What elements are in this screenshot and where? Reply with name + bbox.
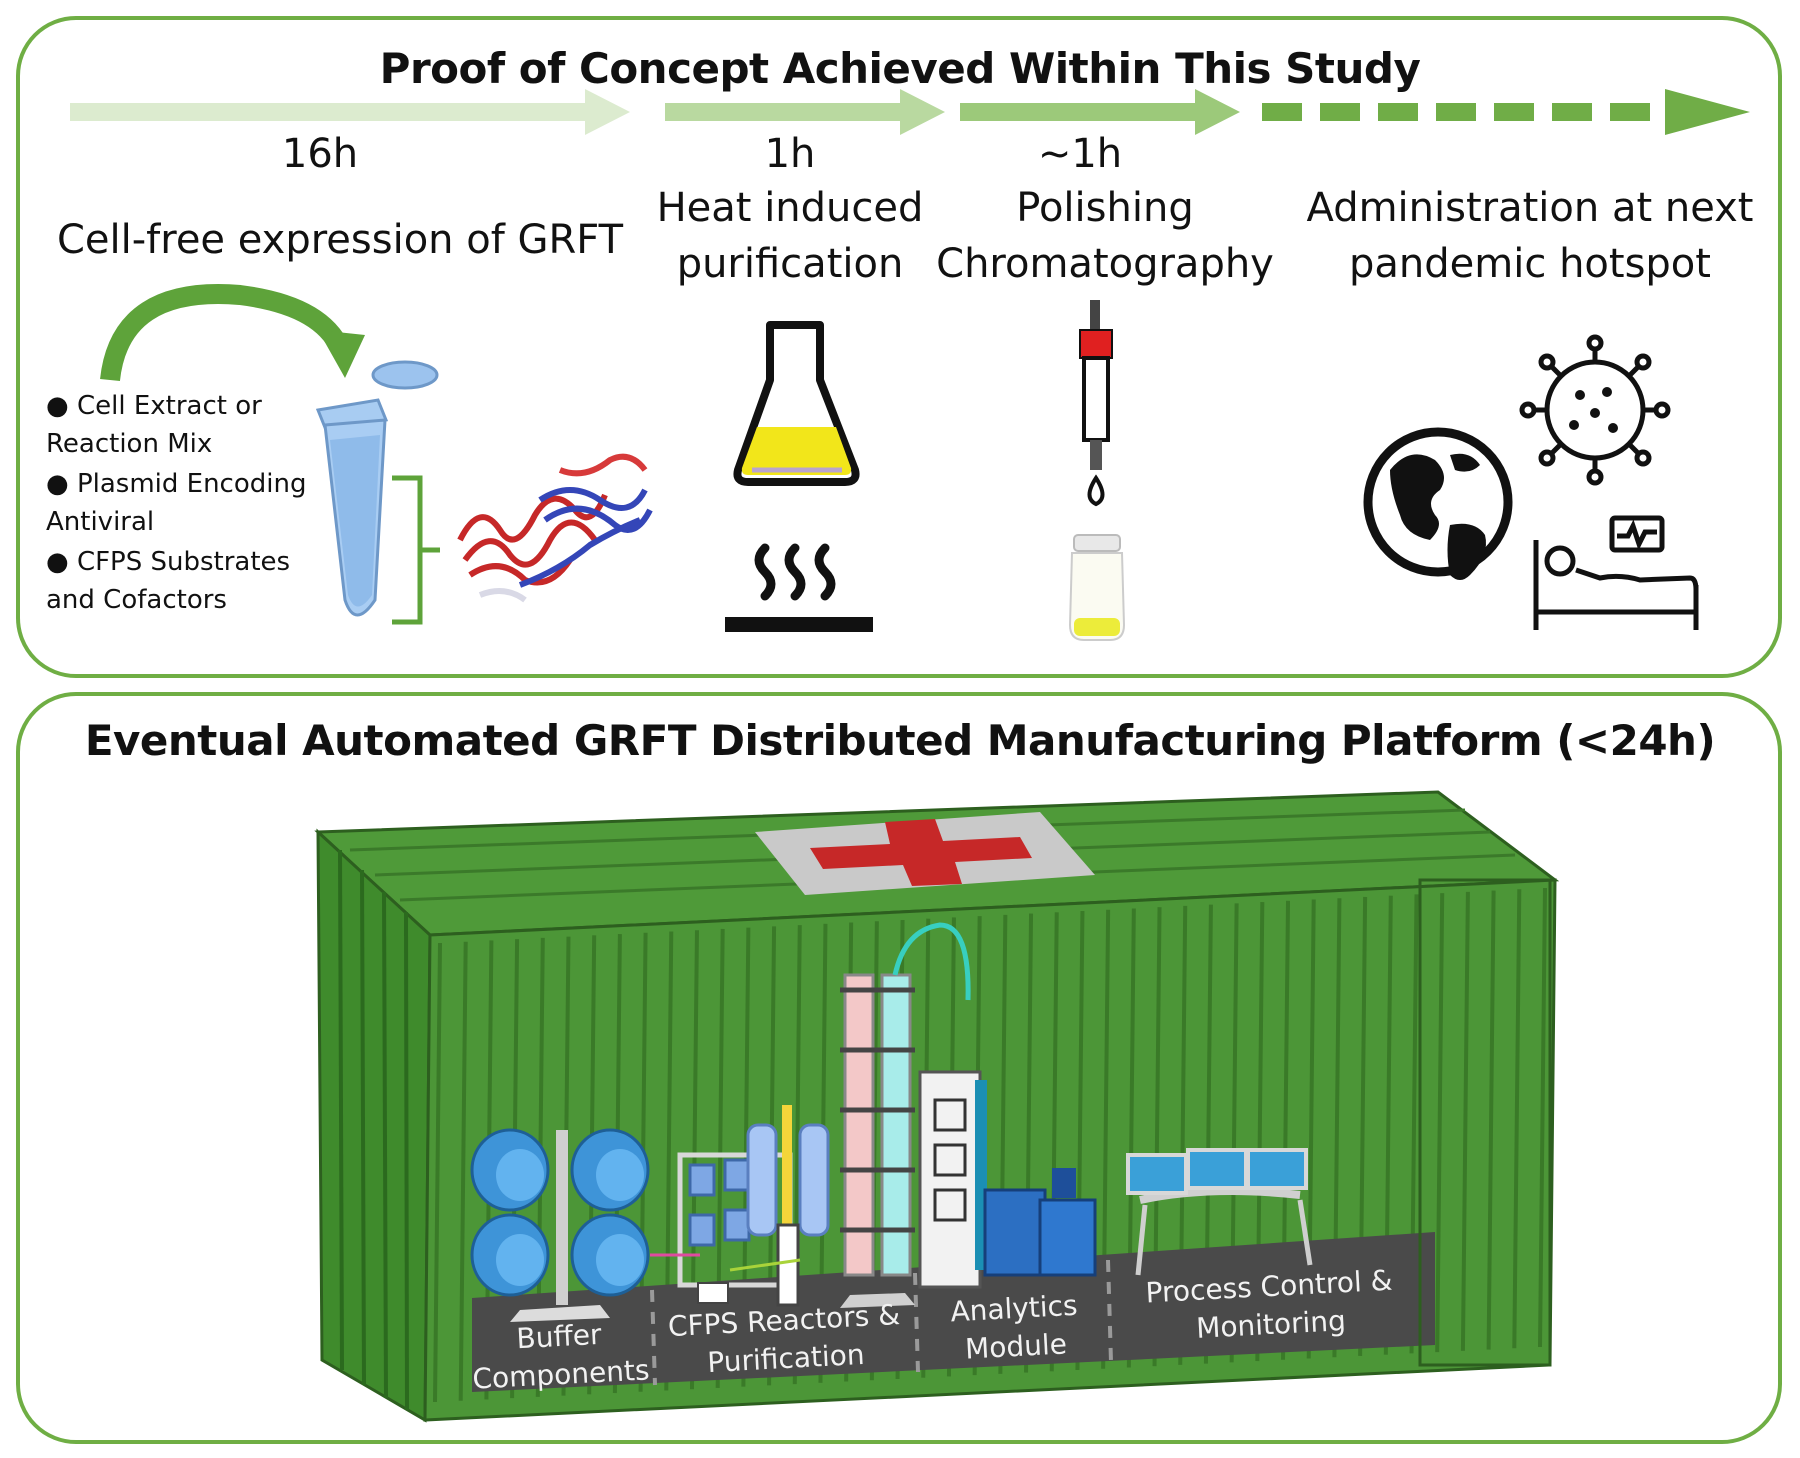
time-expression: 16h bbox=[281, 131, 359, 177]
arrow-administration-dashed bbox=[1262, 89, 1750, 135]
globe-icon bbox=[1363, 427, 1513, 580]
time-chromatography: ~1h bbox=[1037, 131, 1123, 177]
process-control-station bbox=[1126, 1148, 1313, 1276]
cfps-reactors bbox=[650, 1105, 830, 1307]
arrow-heat-purification bbox=[665, 89, 945, 135]
step-chromatography-line1: Polishing bbox=[1016, 185, 1194, 231]
time-heat-purification: 1h bbox=[764, 131, 816, 177]
ingredient-line: Reaction Mix bbox=[46, 429, 213, 459]
step-heat-purification-line1: Heat induced bbox=[656, 185, 924, 231]
container-rib bbox=[458, 941, 468, 1401]
ingredient-line: Antiviral bbox=[46, 507, 155, 537]
buffer-drums bbox=[470, 1128, 650, 1322]
container-rib bbox=[1512, 889, 1522, 1349]
ingredient-line: and Cofactors bbox=[46, 585, 227, 615]
step-expression-label: Cell-free expression of GRFT bbox=[56, 217, 624, 263]
manufacturing-platform-title: Eventual Automated GRFT Distributed Manu… bbox=[84, 716, 1716, 765]
container-rib bbox=[1460, 891, 1470, 1351]
vial-icon bbox=[1068, 534, 1126, 641]
proof-of-concept-title: Proof of Concept Achieved Within This St… bbox=[379, 44, 1421, 93]
manufacturing-platform-panel bbox=[16, 692, 1782, 1444]
red-cross-sign bbox=[755, 812, 1095, 895]
protein-structure-icon bbox=[457, 453, 653, 603]
step-administration-line1: Administration at next bbox=[1306, 185, 1754, 231]
ingredient-line: ● CFPS Substrates bbox=[46, 547, 291, 577]
flask-icon bbox=[733, 321, 860, 486]
container-rib bbox=[433, 942, 442, 1403]
arrow-chromatography bbox=[960, 89, 1240, 135]
heat-icon bbox=[754, 543, 836, 601]
zone-process-control: Process Control & Monitoring bbox=[1118, 1260, 1422, 1352]
bracket bbox=[392, 475, 440, 625]
curved-arrow-icon bbox=[100, 284, 350, 382]
analytics-module bbox=[918, 1070, 1097, 1289]
container-rib bbox=[1435, 893, 1445, 1353]
container-rib bbox=[1486, 890, 1496, 1350]
step-chromatography-line2: Chromatography bbox=[936, 241, 1274, 287]
arrow-expression bbox=[70, 89, 630, 135]
ingredient-line: ● Plasmid Encoding bbox=[46, 469, 307, 499]
step-administration-line2: pandemic hotspot bbox=[1349, 241, 1711, 287]
zone-buffer-components: Buffer Components bbox=[468, 1313, 652, 1398]
ingredient-line: ● Cell Extract or bbox=[46, 391, 262, 421]
patient-bed-icon bbox=[1533, 515, 1699, 630]
hot-plate bbox=[725, 617, 873, 632]
step-heat-purification-line2: purification bbox=[676, 241, 904, 287]
zone-cfps-reactors: CFPS Reactors & Purification bbox=[658, 1296, 912, 1385]
timeline-arrows bbox=[70, 89, 1750, 135]
virus-icon bbox=[1519, 334, 1671, 486]
zone-analytics-module: Analytics Module bbox=[923, 1285, 1107, 1370]
curved-arrow-head bbox=[318, 330, 365, 378]
container-rib bbox=[1538, 887, 1547, 1348]
chromatography-column-icon bbox=[1079, 300, 1113, 507]
proof-of-concept-panel bbox=[16, 16, 1782, 678]
eppendorf-tube-icon bbox=[315, 360, 439, 617]
purification-columns bbox=[840, 922, 971, 1308]
